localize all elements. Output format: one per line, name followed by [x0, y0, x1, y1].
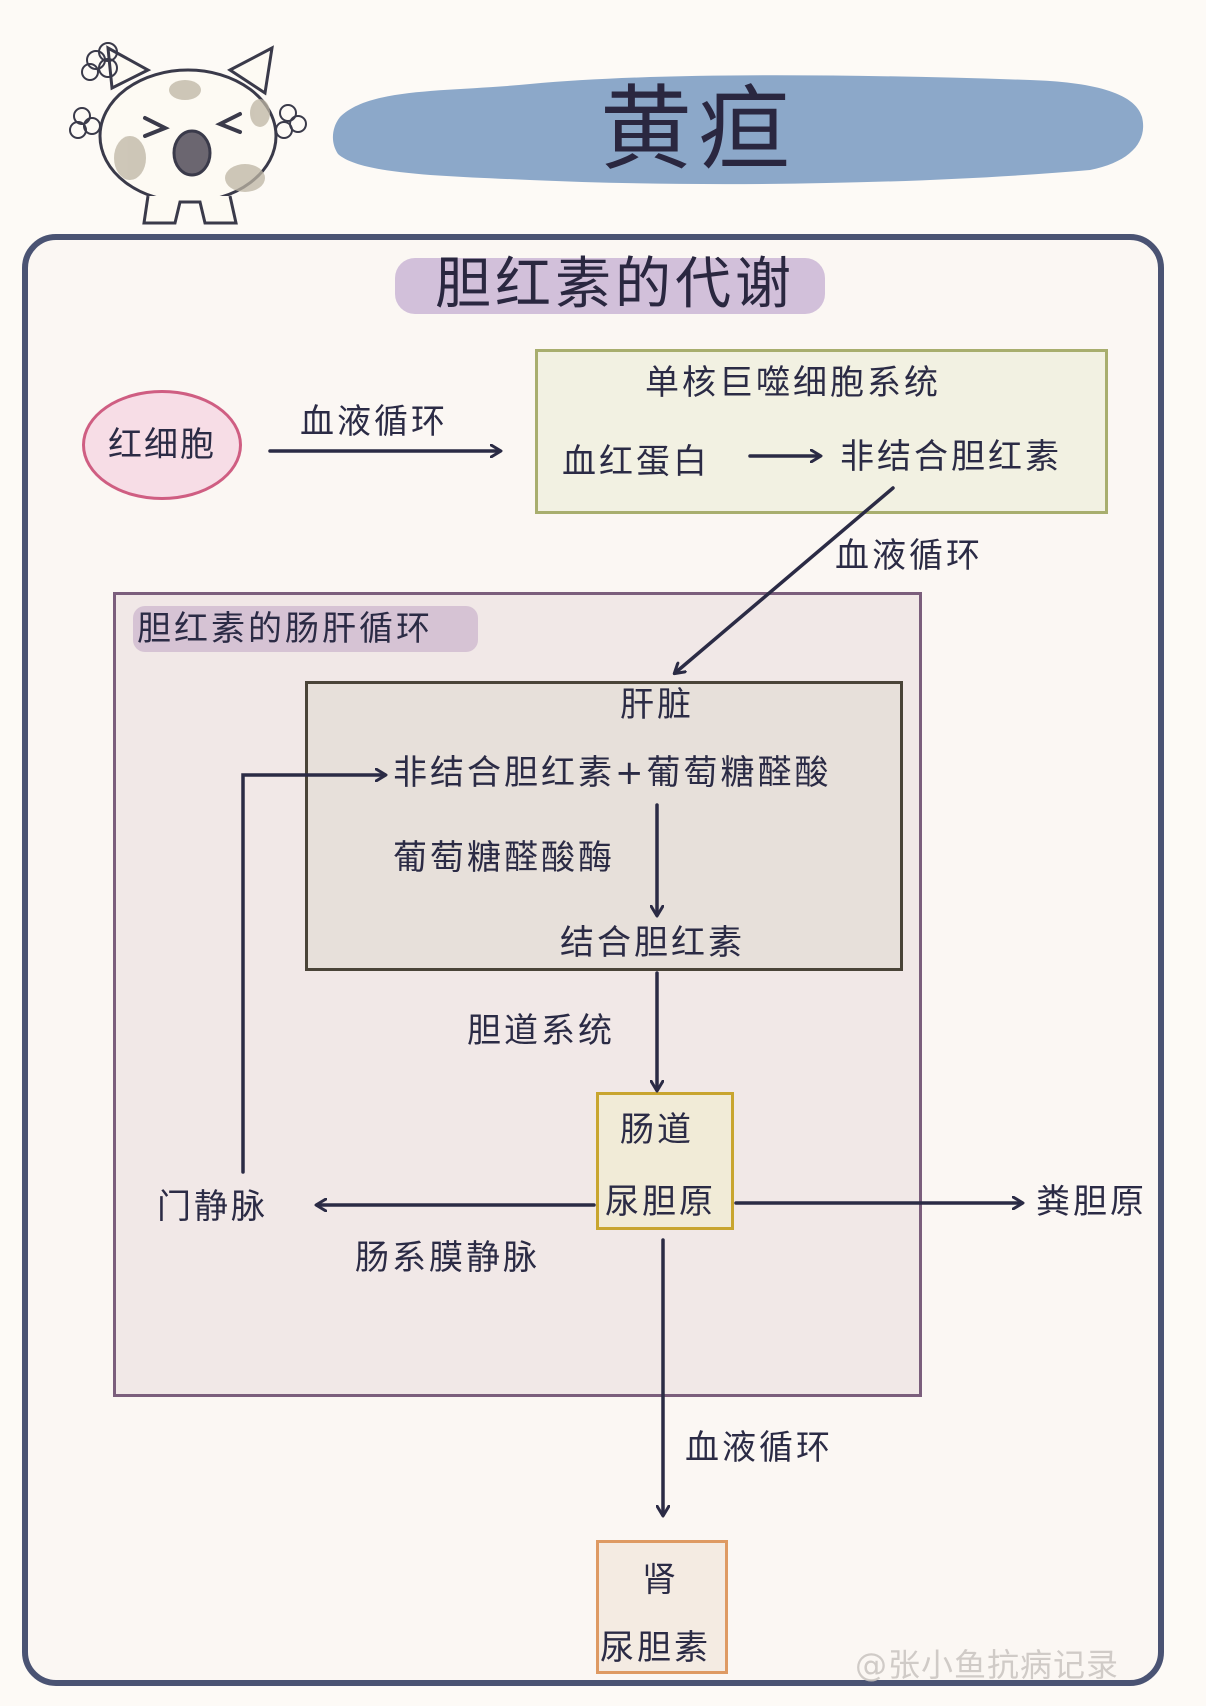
red-blood-cell-node: 红细胞	[82, 390, 242, 500]
intestine-box	[596, 1092, 734, 1230]
blood-circulation-label-1: 血液循环	[300, 402, 448, 442]
subtitle: 胆红素的代谢	[435, 252, 795, 317]
portal-vein-label: 门静脉	[157, 1187, 268, 1227]
mono-system-box	[535, 349, 1108, 514]
kidney-box	[596, 1540, 728, 1674]
intestine-label: 肠道	[620, 1110, 694, 1150]
biliary-system-label: 胆道系统	[467, 1011, 615, 1051]
unconjugated-bilirubin-label: 非结合胆红素	[840, 437, 1062, 477]
arrow-mono-to-liver	[675, 486, 895, 673]
blood-circulation-label-2: 血液循环	[835, 536, 983, 576]
watermark: @张小鱼抗病记录	[855, 1646, 1120, 1684]
stercobilinogen-label: 粪胆原	[1036, 1182, 1147, 1222]
conjugated-bilirubin-label: 结合胆红素	[560, 923, 745, 963]
enzyme-label: 葡萄糖醛酸酶	[393, 838, 615, 878]
liver-label: 肝脏	[620, 685, 694, 725]
kidney-label: 肾	[642, 1560, 679, 1600]
page-title: 黄疸	[600, 76, 797, 183]
mesenteric-vein-label: 肠系膜静脉	[355, 1238, 540, 1278]
liver-input-label: 非结合胆红素+葡萄糖醛酸	[393, 753, 832, 793]
subtitle-highlight	[395, 258, 825, 314]
arrow-portal-to-liver	[241, 775, 385, 1174]
mono-system-label: 单核巨噬细胞系统	[645, 363, 941, 403]
urobilin-label: 尿胆素	[600, 1628, 711, 1668]
liver-box	[305, 681, 903, 971]
blood-circulation-label-3: 血液循环	[685, 1428, 833, 1468]
cycle-title: 胆红素的肠肝循环	[137, 609, 433, 649]
cat-mascot-icon	[69, 42, 307, 225]
urobilinogen-label: 尿胆原	[605, 1182, 716, 1222]
hemoglobin-label: 血红蛋白	[562, 442, 710, 482]
cycle-title-highlight	[133, 606, 478, 652]
title-banner	[332, 75, 1144, 185]
